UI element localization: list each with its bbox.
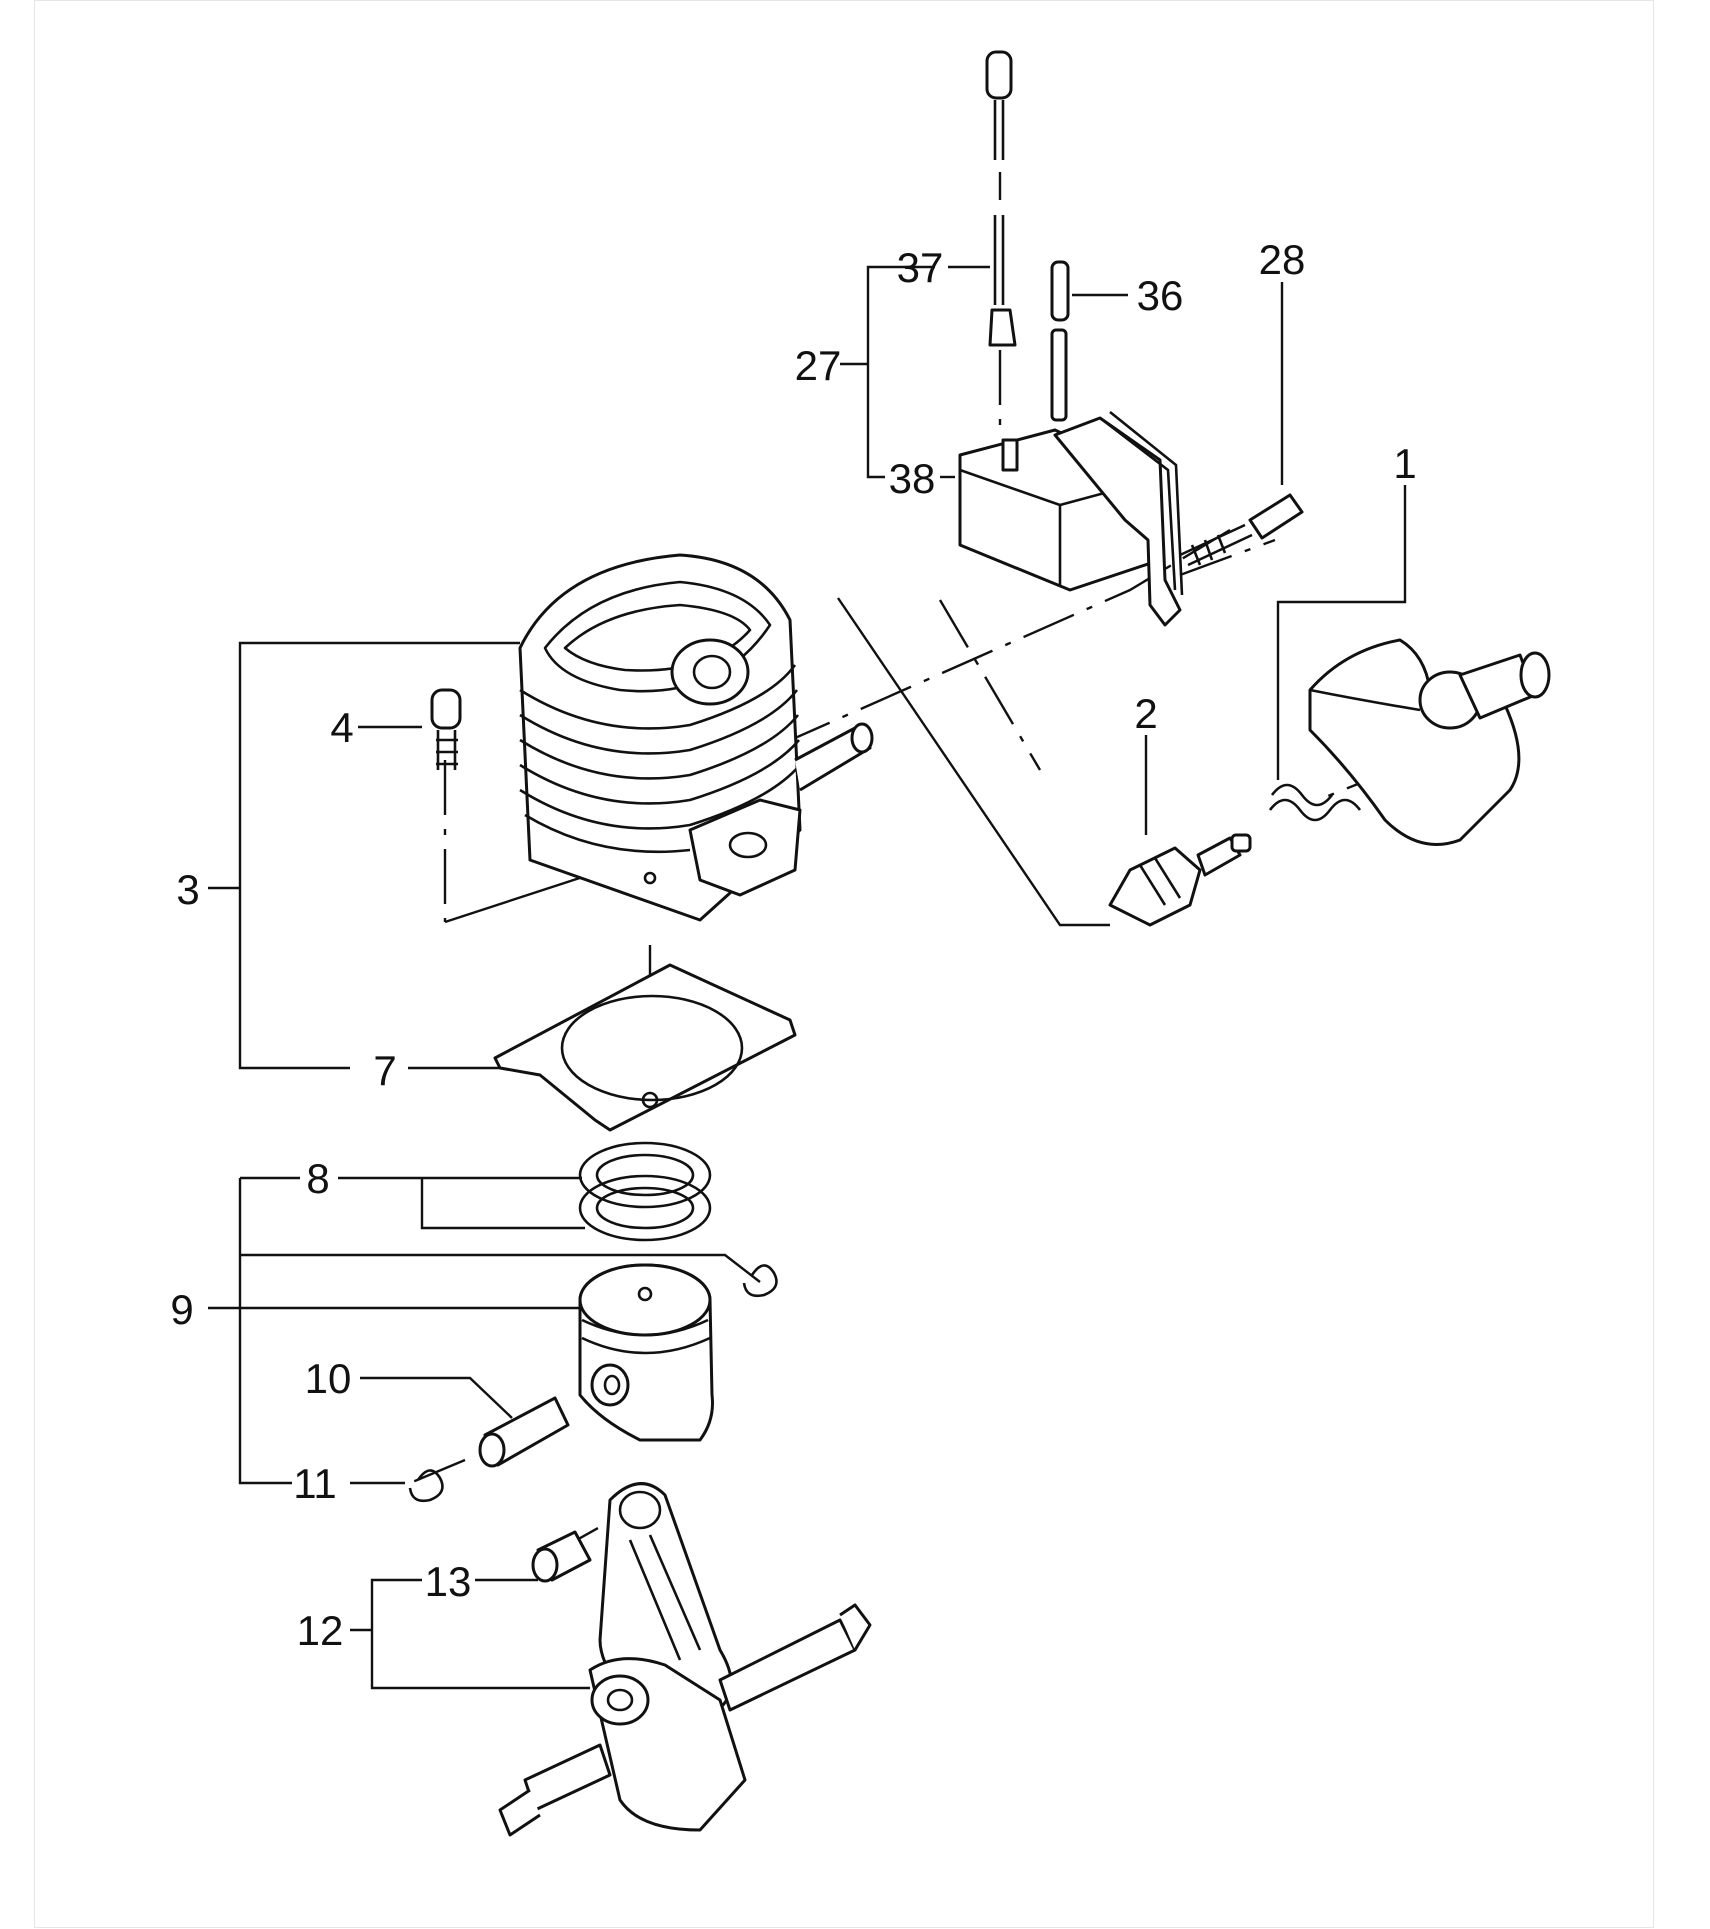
piston-pin-clip-right (742, 1264, 778, 1298)
label-part-37: 37 (897, 244, 944, 291)
label-part-3: 3 (176, 866, 199, 913)
piston (578, 1263, 714, 1442)
label-part-28: 28 (1259, 236, 1306, 283)
label-part-1: 1 (1393, 440, 1416, 487)
label-part-8: 8 (306, 1155, 329, 1202)
needle-bearing (531, 1530, 592, 1583)
label-part-9: 9 (170, 1286, 193, 1333)
piston-pin-clip-left (408, 1469, 444, 1503)
label-part-38: 38 (889, 455, 936, 502)
leader-lines (208, 265, 1407, 1690)
diagram-frame (34, 0, 1654, 1928)
label-part-4: 4 (330, 704, 353, 751)
label-part-2: 2 (1134, 690, 1157, 737)
ignition-coil (958, 328, 1184, 627)
terminal-pin (1050, 260, 1070, 322)
piston-pin (478, 1396, 570, 1468)
part-number-labels: 1 2 3 4 7 8 9 10 11 12 13 27 28 36 37 38 (170, 236, 1416, 1654)
piston-rings (578, 1141, 712, 1242)
plug-cap (1268, 638, 1551, 846)
label-part-7: 7 (373, 1047, 396, 1094)
label-part-10: 10 (305, 1355, 352, 1402)
spark-plug-lead (985, 50, 1017, 347)
label-part-11: 11 (293, 1460, 337, 1507)
label-part-12: 12 (297, 1607, 344, 1654)
cylinder-gasket (493, 963, 797, 1132)
cylinder (518, 553, 874, 922)
label-part-27: 27 (795, 342, 842, 389)
label-part-13: 13 (425, 1558, 472, 1605)
label-part-36: 36 (1137, 272, 1184, 319)
cylinder-screw (430, 688, 462, 770)
coil-bolt (1179, 493, 1304, 567)
spark-plug (1108, 833, 1252, 927)
crankshaft (498, 1482, 872, 1837)
